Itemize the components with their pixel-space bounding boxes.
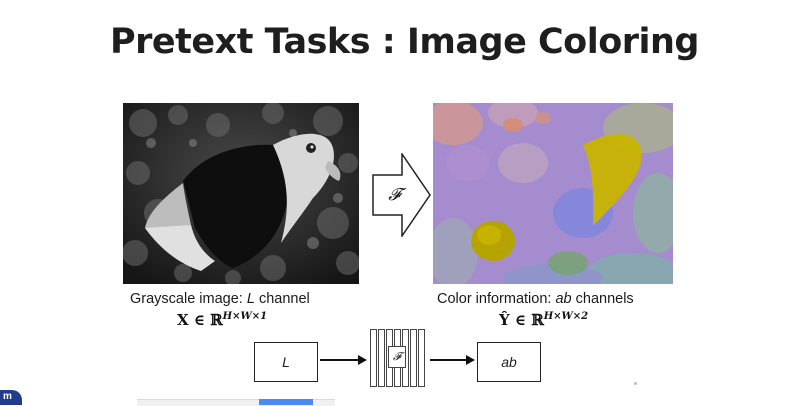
right-caption-prefix: Color information:: [437, 291, 556, 307]
left-caption-var: L: [246, 291, 255, 307]
arrow-to-output: [430, 355, 475, 365]
slide-title: Pretext Tasks : Image Coloring: [110, 22, 700, 62]
network-block: 𝓕: [370, 329, 426, 389]
decorative-dot: [634, 382, 637, 385]
right-caption: Color information: ab channels: [437, 291, 634, 307]
arrow-shape: [372, 151, 431, 239]
bottom-strip-button[interactable]: [259, 399, 313, 405]
left-math-sup: H×W×1: [222, 311, 268, 322]
transform-symbol: 𝓕: [388, 185, 401, 205]
right-caption-suffix: channels: [571, 291, 634, 307]
left-math-base: X ∈ ℝ: [177, 311, 223, 329]
left-math: X ∈ ℝH×W×1: [177, 311, 267, 329]
network-layer: [370, 329, 377, 387]
grayscale-fish-drawing: [123, 103, 359, 284]
network-layer: [410, 329, 417, 387]
right-math: Ŷ ∈ ℝH×W×2: [499, 311, 588, 329]
network-symbol: 𝓕: [388, 346, 406, 368]
left-caption: Grayscale image: L channel: [130, 291, 310, 307]
left-caption-prefix: Grayscale image:: [130, 291, 247, 307]
output-ab-box: ab: [477, 342, 541, 382]
network-layer: [418, 329, 425, 387]
transform-arrow: 𝓕: [372, 151, 432, 239]
bottom-strip: [137, 399, 335, 406]
grayscale-fish-image: [123, 103, 359, 284]
ab-channel-image: [433, 103, 673, 284]
corner-logo: m: [0, 390, 22, 405]
arrow-to-network: [320, 355, 367, 365]
logo-glyph: m: [3, 391, 12, 402]
right-math-base: Ŷ ∈ ℝ: [499, 311, 544, 329]
input-l-box: L: [254, 342, 318, 382]
network-layer: [378, 329, 385, 387]
left-caption-suffix: channel: [254, 291, 310, 307]
ab-channel-drawing: [433, 103, 673, 284]
right-caption-var: ab: [555, 291, 572, 307]
right-math-sup: H×W×2: [543, 311, 589, 322]
